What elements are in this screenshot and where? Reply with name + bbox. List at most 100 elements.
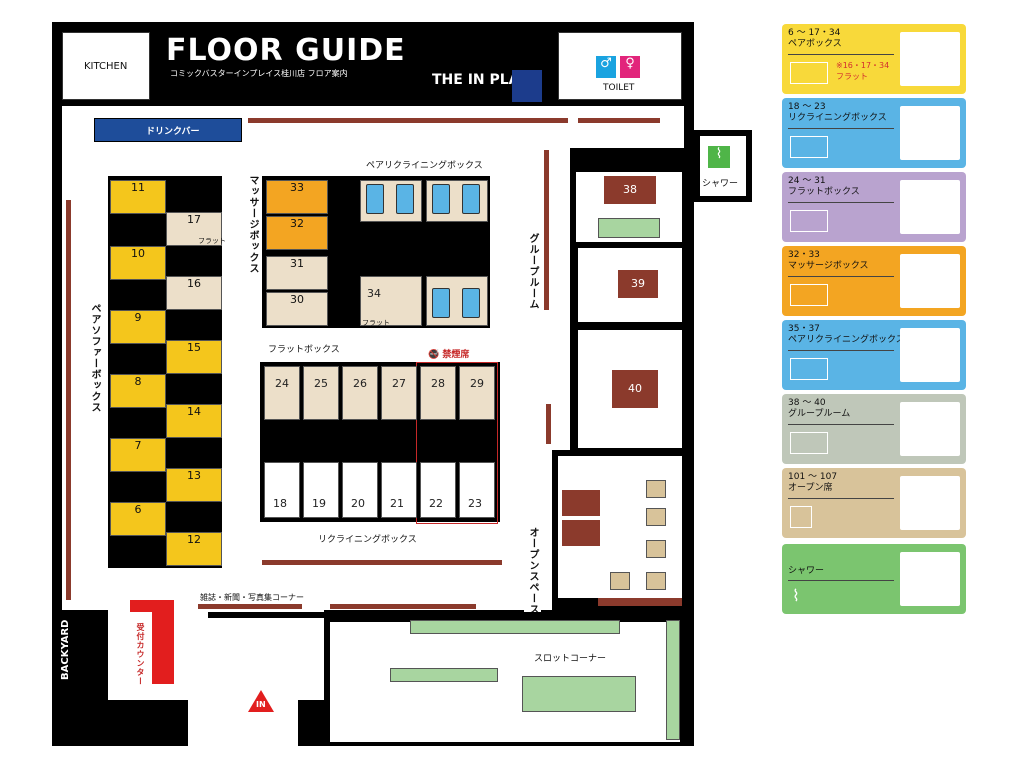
no-smoking-zone xyxy=(416,362,498,524)
recliner-box-label: リクライニングボックス xyxy=(318,535,417,545)
flat-label-34: フラット xyxy=(362,319,390,327)
booth-23[interactable]: 23 xyxy=(459,462,495,518)
booth-22[interactable]: 22 xyxy=(420,462,456,518)
booth-20[interactable]: 20 xyxy=(342,462,378,518)
room-39-table[interactable]: 39 xyxy=(618,270,658,298)
open-table-2[interactable] xyxy=(562,520,600,546)
shower-photo xyxy=(900,552,960,606)
booth-6[interactable]: 6 xyxy=(110,502,166,536)
slot-corner-label: スロットコーナー xyxy=(534,654,607,664)
booth-25[interactable]: 25 xyxy=(303,366,339,420)
group-sofa-photo xyxy=(900,402,960,456)
recliner-icon xyxy=(790,136,828,158)
shower-label: シャワー xyxy=(702,179,739,189)
pair-recliner-label: ペアリクライニングボックス xyxy=(366,161,483,171)
open-seat-icon xyxy=(790,506,812,528)
open-seat xyxy=(610,572,630,590)
logo-badge xyxy=(512,70,542,102)
booth-14[interactable]: 14 xyxy=(166,404,222,438)
entrance-label: IN xyxy=(256,700,266,709)
pair-sofa-label: ペアソファーボックス xyxy=(86,300,103,416)
booth-11[interactable]: 11 xyxy=(110,180,166,214)
legend-pair-recliner: 35・37 ペアリクライニングボックス xyxy=(782,320,966,390)
booth-31[interactable]: 31 xyxy=(266,256,328,290)
floor-guide-title: FLOOR GUIDE xyxy=(166,33,406,68)
booth-16[interactable]: 16 xyxy=(166,276,222,310)
open-seat xyxy=(646,572,666,590)
pair-recliner-photo xyxy=(900,328,960,382)
massage-icon xyxy=(790,284,828,306)
kitchen xyxy=(62,32,150,100)
recliner-seat xyxy=(432,288,450,318)
room-38-sofa xyxy=(598,218,660,238)
booth-19[interactable]: 19 xyxy=(303,462,339,518)
reception-label: 受付カウンター xyxy=(136,623,145,686)
header-banner xyxy=(156,30,556,106)
flat-chair-photo xyxy=(900,180,960,234)
booth-33[interactable]: 33 xyxy=(266,180,328,214)
booth-21[interactable]: 21 xyxy=(381,462,417,518)
flat-icon xyxy=(790,210,828,232)
legend-open-seat: 101 ～ 107 オープン席 xyxy=(782,468,966,538)
booth-28[interactable]: 28 xyxy=(420,366,456,420)
group-room-label: グループルーム xyxy=(524,230,541,313)
subtitle: コミックバスターインプレイス桂川店 フロア案内 xyxy=(170,69,348,78)
backyard xyxy=(52,610,108,704)
booth-15[interactable]: 15 xyxy=(166,340,222,374)
mag-wall-1 xyxy=(198,604,302,609)
booth-17[interactable]: 17 xyxy=(166,212,222,246)
massage-chair-photo xyxy=(900,254,960,308)
booth-32[interactable]: 32 xyxy=(266,216,328,250)
booth-12[interactable]: 12 xyxy=(166,532,222,566)
sofa-photo xyxy=(900,32,960,86)
booth-13[interactable]: 13 xyxy=(166,468,222,502)
entrance-icon[interactable] xyxy=(248,690,274,712)
toilet-label: TOILET xyxy=(603,83,635,93)
booth-27[interactable]: 27 xyxy=(381,366,417,420)
pair-recliner-icon xyxy=(790,358,828,380)
room-40-table[interactable]: 40 xyxy=(612,370,658,408)
booth-29[interactable]: 29 xyxy=(459,366,495,420)
legend-recliner: 18 ～ 23 リクライニングボックス xyxy=(782,98,966,168)
left-wall xyxy=(66,200,71,600)
booth-8[interactable]: 8 xyxy=(110,374,166,408)
backyard-label: BACKYARD xyxy=(60,619,71,680)
recliner-seat xyxy=(432,184,450,214)
entrance-area xyxy=(188,690,298,746)
legend-massage: 32・33 マッサージボックス xyxy=(782,246,966,316)
open-wall xyxy=(598,598,682,606)
drink-bar-label: ドリンクバー xyxy=(146,127,200,137)
right-wall-mid xyxy=(546,404,551,444)
open-seat xyxy=(646,508,666,526)
pair-box-icon xyxy=(790,62,828,84)
massage-box-label: マッサージボックス xyxy=(244,172,261,277)
slot-table-2 xyxy=(390,668,498,682)
legend-group-room: 38 ～ 40 グループルーム xyxy=(782,394,966,464)
booth-18[interactable]: 18 xyxy=(264,462,300,518)
open-seat xyxy=(646,540,666,558)
bottom-wall xyxy=(262,560,502,565)
slot-table-4 xyxy=(666,620,680,740)
open-space-label: オープンスペース xyxy=(524,524,541,618)
booth-9[interactable]: 9 xyxy=(110,310,166,344)
slot-table-1 xyxy=(410,620,620,634)
room-38-table[interactable]: 38 xyxy=(604,176,656,204)
legend-flat: 24 ～ 31 フラットボックス xyxy=(782,172,966,242)
shower-icon: ⌇ xyxy=(708,146,730,168)
booth-7[interactable]: 7 xyxy=(110,438,166,472)
legend-shower: シャワー ⌇ xyxy=(782,544,966,614)
no-smoking-label: 🚭 禁煙席 xyxy=(428,350,470,360)
male-icon: ♂ xyxy=(596,56,616,78)
magazine-corner-label: 雑誌・新聞・写真集コーナー xyxy=(200,593,304,602)
recliner-seat xyxy=(366,184,384,214)
booth-10[interactable]: 10 xyxy=(110,246,166,280)
booth-30[interactable]: 30 xyxy=(266,292,328,326)
booth-34[interactable]: 34 xyxy=(360,276,422,326)
group-wall xyxy=(544,150,549,310)
open-table-1[interactable] xyxy=(562,490,600,516)
booth-24[interactable]: 24 xyxy=(264,366,300,420)
flat-label-17: フラット xyxy=(198,237,226,245)
reception-counter-body[interactable] xyxy=(152,600,174,684)
recliner-seat xyxy=(462,288,480,318)
booth-26[interactable]: 26 xyxy=(342,366,378,420)
